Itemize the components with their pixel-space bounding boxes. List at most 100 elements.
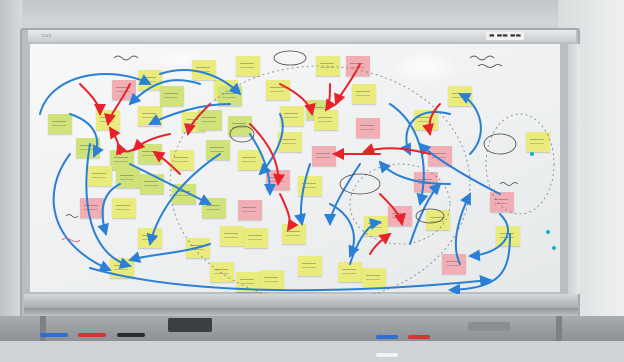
sticky-note [198, 110, 222, 130]
handwriting-scribble [499, 182, 519, 186]
red-arrow [132, 133, 171, 152]
blue-arrow [97, 183, 121, 236]
blue-arrow [448, 233, 511, 296]
sticky-note [352, 84, 376, 104]
magnet-dot [546, 230, 550, 234]
dotted-grouping-circle [485, 113, 555, 215]
marker-tray [24, 294, 578, 308]
whiteboard-side-rail [568, 44, 580, 294]
whiteboard-brand-plate: ▬ ▬▬ ▬▬ [486, 32, 525, 40]
blue-arrow [89, 267, 492, 292]
blue-arrow [52, 153, 112, 272]
marker-red [408, 335, 431, 339]
sticky-note [210, 262, 234, 282]
whiteboard-eraser [168, 318, 212, 332]
blue-arrow [129, 163, 212, 205]
whiteboard-logo-mark: ▭▭ [42, 33, 52, 39]
markers-left [40, 324, 160, 337]
marker-blue [376, 335, 398, 339]
red-arrow [422, 103, 441, 136]
sticky-note [238, 150, 262, 170]
sticky-note [362, 268, 386, 288]
red-arrow [104, 83, 131, 126]
sticky-note [526, 132, 550, 152]
sticky-note [490, 192, 514, 212]
marker-arrows [39, 50, 555, 303]
sticky-note [160, 86, 184, 106]
sticky-note [278, 132, 302, 152]
red-arrow [279, 193, 299, 232]
sticky-note [110, 150, 134, 170]
blue-arrow [468, 213, 510, 262]
marker-white [376, 353, 398, 357]
sticky-note [280, 106, 304, 126]
marker-blue [40, 333, 68, 337]
blue-arrow [148, 103, 231, 125]
sticky-note [220, 226, 244, 246]
blue-arrow [85, 143, 132, 269]
handwriting-scribble [477, 64, 503, 68]
stand-leg [40, 316, 46, 341]
handwriting-scribble [65, 214, 79, 218]
sticky-note [244, 228, 268, 248]
sticky-note [238, 200, 262, 220]
red-arrow [184, 103, 211, 136]
blue-arrow [458, 93, 482, 155]
red-arrow [152, 150, 181, 175]
blue-arrow [258, 113, 284, 176]
handwritten-bubble [415, 208, 445, 224]
sticky-note [80, 198, 104, 218]
marker-red [78, 333, 107, 337]
sticky-note [312, 146, 336, 166]
whiteboard-top-bar [28, 30, 576, 42]
marker-tray-lip [24, 308, 578, 316]
sticky-note [48, 114, 72, 134]
red-arrow [369, 232, 392, 255]
blue-arrow [128, 243, 211, 263]
left-wall [0, 0, 22, 341]
blue-arrow [389, 103, 429, 206]
magnet-dot [552, 246, 556, 250]
blue-arrow [378, 160, 451, 185]
dotted-grouping-circle [349, 163, 451, 245]
sticky-note [116, 168, 140, 188]
marker-black [116, 333, 145, 337]
magnet-dot [530, 152, 534, 156]
blue-arrow [69, 113, 104, 158]
handwriting-scribble [113, 55, 139, 61]
red-arrow [379, 193, 406, 226]
sticky-note [206, 140, 230, 160]
dotted-grouping-circle [169, 65, 471, 303]
sticky-note [338, 262, 362, 282]
blue-arrow [324, 163, 361, 226]
handwriting-scribble [469, 55, 495, 61]
blue-arrow [329, 203, 360, 258]
blue-arrow [454, 192, 471, 265]
handwritten-bubble [483, 133, 517, 155]
red-arrow [108, 126, 121, 155]
sticky-note [236, 56, 260, 76]
red-arrow [249, 123, 285, 186]
sticky-note [356, 118, 380, 138]
handwritten-bubble [273, 50, 307, 66]
handwritten-bubble [339, 173, 381, 195]
light-reflection [390, 50, 460, 84]
pink-doodle [61, 237, 81, 243]
sticky-note [314, 110, 338, 130]
blue-arrow [39, 73, 152, 115]
blue-arrow [409, 182, 442, 245]
sticky-note [298, 256, 322, 276]
sticky-note [442, 254, 466, 274]
blue-arrow [146, 153, 221, 246]
sticky-note [260, 270, 284, 290]
blue-arrow [400, 111, 451, 156]
sticky-note [428, 146, 452, 166]
red-arrow [334, 63, 361, 106]
blue-arrow [159, 69, 242, 96]
stand-leg [556, 316, 562, 341]
ceiling [0, 0, 624, 24]
handwritten-bubble [229, 125, 255, 143]
sticky-note [88, 166, 112, 186]
red-arrow [324, 83, 337, 112]
